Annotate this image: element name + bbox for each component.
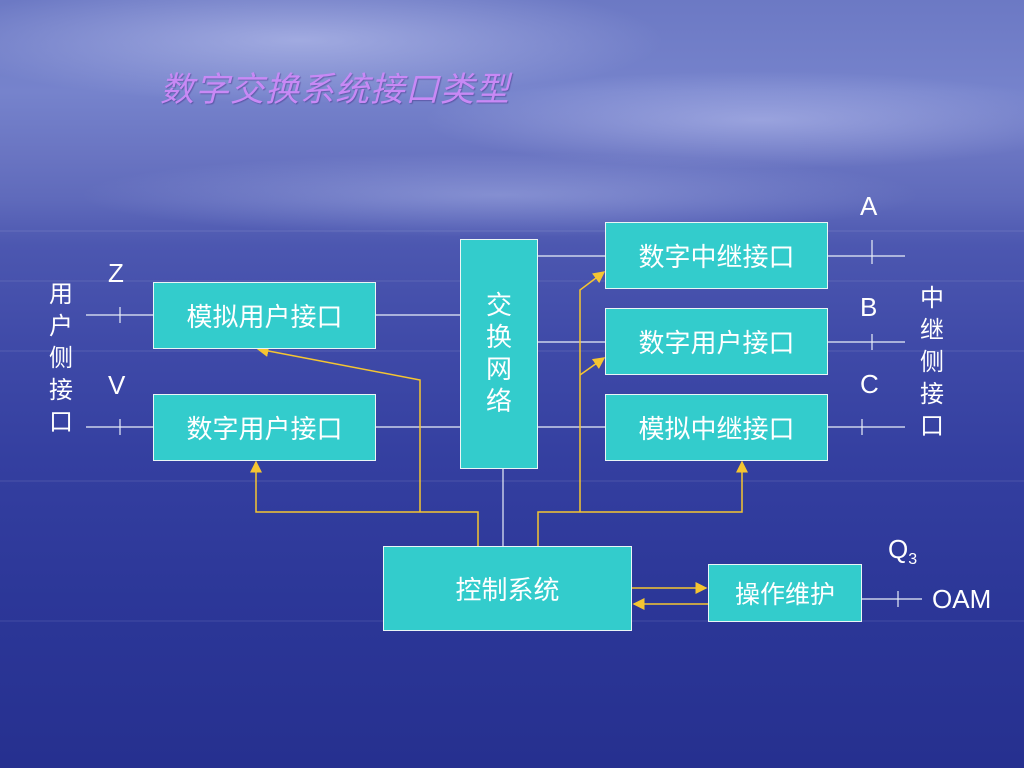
q3-main: Q <box>888 534 909 564</box>
control-system-box: 控制系统 <box>383 546 632 631</box>
v-label: V <box>108 370 126 400</box>
operation-maintenance-box: 操作维护 <box>708 564 862 622</box>
trunk-side-char: 接 <box>920 380 944 408</box>
q3-label: Q3 <box>888 534 917 569</box>
q3-subscript: 3 <box>908 551 918 569</box>
control-to-analog-user-arrow <box>256 345 421 512</box>
switching-network-char: 络 <box>485 387 512 417</box>
digital-user-interface-right-box: 数字用户接口 <box>605 308 828 375</box>
control-to-digital-trunk-arrow <box>579 271 606 512</box>
b-label: B <box>860 292 878 322</box>
user-side-char: 侧 <box>49 344 73 372</box>
switching-network-box: 交 换 网 络 <box>460 239 538 469</box>
z-label: Z <box>108 258 124 288</box>
trunk-side-char: 继 <box>920 316 944 344</box>
slide-title: 数字交换系统接口类型 <box>160 70 510 110</box>
switching-network-char: 网 <box>485 355 512 385</box>
control-to-analog-trunk-arrow <box>537 460 748 546</box>
control-system-label: 控制系统 <box>455 576 560 606</box>
trunk-side-char: 口 <box>920 412 944 440</box>
switching-network-char: 换 <box>485 323 512 353</box>
user-side-interface-label: 用 户 侧 接 口 <box>46 278 76 438</box>
control-to-digital-user-right-arrow <box>579 357 606 376</box>
trunk-side-interface-label: 中 继 侧 接 口 <box>917 282 947 442</box>
user-side-char: 用 <box>49 280 73 308</box>
user-side-char: 接 <box>49 376 73 404</box>
oam-label: OAM <box>932 584 992 614</box>
analog-user-interface-box: 模拟用户接口 <box>153 282 376 349</box>
digital-user-interface-right-label: 数字用户接口 <box>638 329 795 359</box>
analog-user-interface-label: 模拟用户接口 <box>186 303 343 333</box>
user-side-char: 口 <box>49 408 73 436</box>
water-highlight <box>0 230 1024 232</box>
digital-user-interface-left-label: 数字用户接口 <box>186 415 343 445</box>
c-label: C <box>860 369 879 399</box>
control-to-digital-user-left-arrow <box>250 460 479 546</box>
a-label: A <box>860 191 878 221</box>
operation-maintenance-label: 操作维护 <box>734 580 835 609</box>
analog-trunk-interface-label: 模拟中继接口 <box>638 415 795 445</box>
user-side-char: 户 <box>49 312 73 340</box>
trunk-side-char: 中 <box>920 284 944 312</box>
digital-trunk-interface-label: 数字中继接口 <box>638 243 795 273</box>
analog-trunk-interface-box: 模拟中继接口 <box>605 394 828 461</box>
water-highlight <box>0 480 1024 482</box>
switching-network-char: 交 <box>485 291 512 321</box>
digital-trunk-interface-box: 数字中继接口 <box>605 222 828 289</box>
trunk-side-char: 侧 <box>920 348 944 376</box>
digital-user-interface-left-box: 数字用户接口 <box>153 394 376 461</box>
